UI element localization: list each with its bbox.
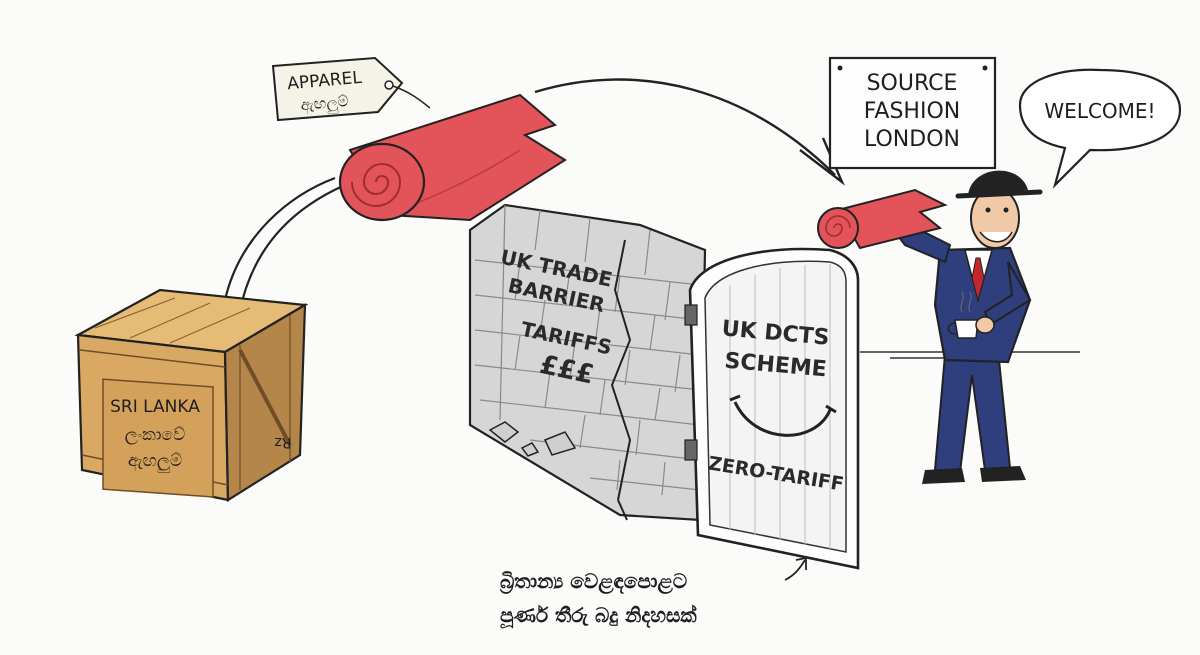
gate-smile (729, 394, 837, 437)
brick-wall: UK TRADE BARRIER TARIFFS £££ (468, 203, 707, 522)
sign-line-1: SOURCE (867, 71, 958, 96)
crate-label-si-1: ලංකාවේ (125, 425, 186, 445)
fabric-roll-held (817, 188, 948, 250)
speech-bubble: WELCOME! (1018, 68, 1182, 189)
source-fashion-sign: SOURCE FASHION LONDON (828, 56, 997, 170)
zero-tariff-gate: UK DCTS SCHEME ZERO-TARIFF (684, 247, 860, 570)
crate: SRI LANKA ලංකාවේ ඇඟලුම් Rz (74, 288, 309, 502)
brick-rubble (488, 421, 577, 457)
crate-label-si-2: ඇඟලුම් (128, 451, 182, 474)
businessman (890, 170, 1043, 484)
speech-text: WELCOME! (1044, 99, 1155, 123)
fabric-roll-flying (338, 93, 567, 222)
caption-line-1: බ්‍රිතාන්‍ය වෙළඳපොළට (499, 569, 687, 595)
flight-arrow-right (534, 78, 845, 186)
caption-line-2: පූර්ණ තීරු බදු නිදහසක් (500, 603, 698, 630)
apparel-tag: APPAREL ඇඟලුම් (271, 56, 431, 122)
sign-line-3: LONDON (864, 127, 960, 152)
flight-arrow-left (223, 176, 346, 311)
sign-line-2: FASHION (864, 99, 960, 124)
caption: බ්‍රිතාන්‍ය වෙළඳපොළට පූර්ණ තීරු බදු නිදහ… (499, 556, 807, 630)
crate-side-mark: Rz (274, 434, 291, 450)
crate-label-en: SRI LANKA (110, 397, 200, 417)
caption-pointer-arrow (784, 556, 807, 581)
